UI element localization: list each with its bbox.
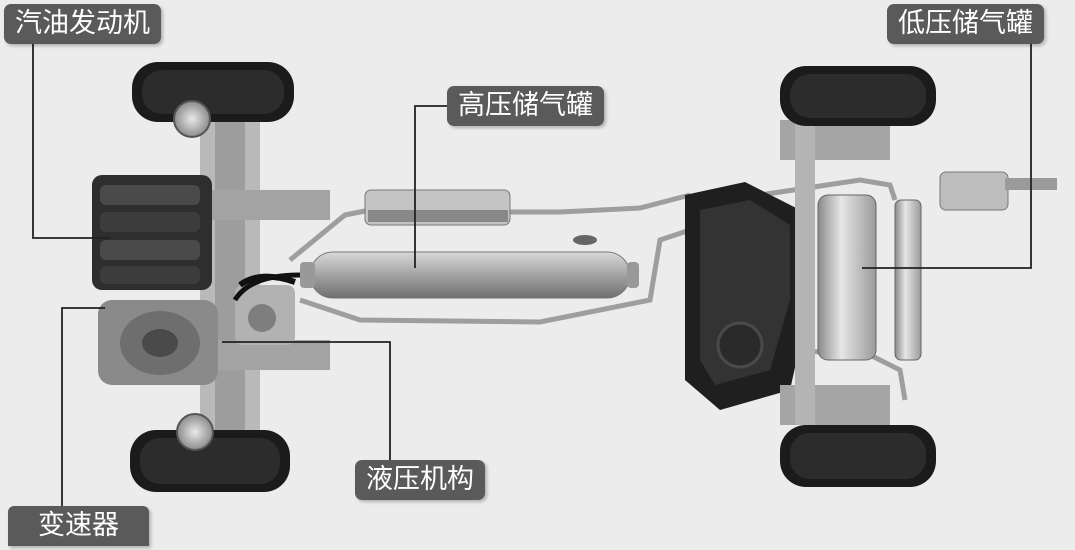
leader-lines: [32, 44, 1032, 506]
transmission-label: 变速器: [8, 506, 149, 546]
leader-low-pressure-tank: [862, 44, 1032, 269]
hydraulic-unit: [232, 272, 301, 345]
transmission-body: [98, 300, 218, 385]
front-right-wheel: [130, 413, 290, 492]
high-pressure-tank-label: 高压储气罐: [447, 86, 604, 126]
high-pressure-tank-body: [300, 251, 639, 299]
leader-high-pressure-tank: [414, 105, 447, 268]
leader-transmission: [61, 307, 105, 506]
fuel-tank: [685, 182, 810, 410]
engine-block: [92, 175, 212, 290]
leader-engine: [32, 44, 110, 239]
engine-label: 汽油发动机: [4, 4, 161, 44]
low-pressure-tank-label: 低压储气罐: [887, 4, 1044, 44]
rear-right-wheel: [780, 425, 936, 487]
leader-hydraulic: [222, 341, 391, 460]
muffler: [364, 189, 597, 245]
rear-axle: [780, 120, 890, 425]
rear-left-wheel: [780, 66, 936, 126]
low-pressure-tank-body: [817, 171, 1057, 361]
hydraulic-mechanism-label: 液压机构: [355, 460, 485, 500]
front-left-wheel: [132, 62, 294, 138]
